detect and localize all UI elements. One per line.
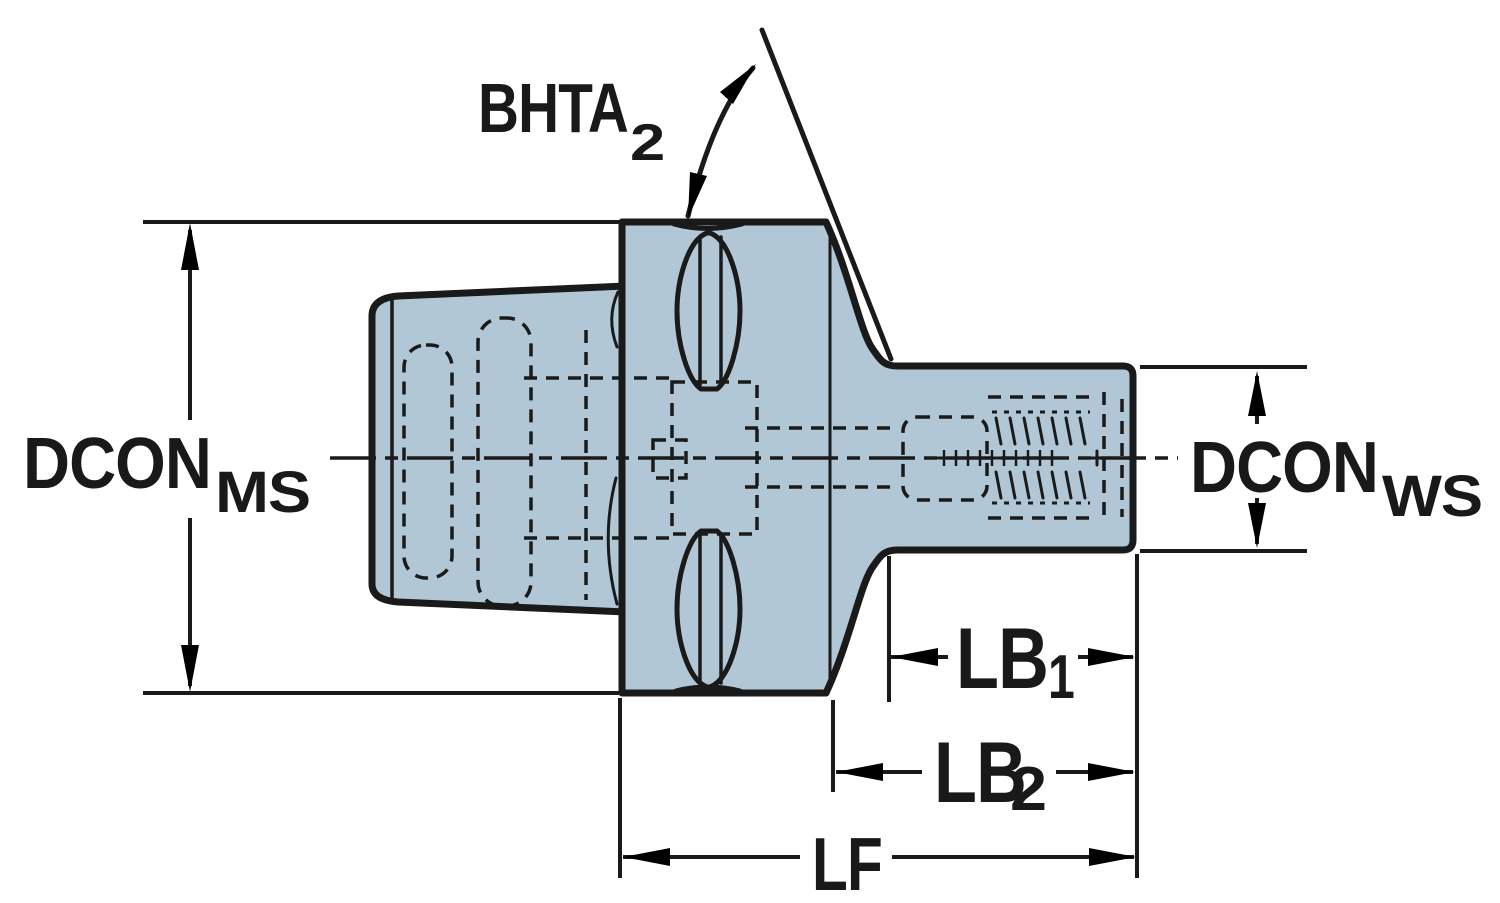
length-extension-lines [618, 554, 1139, 878]
coupling-bore-hidden [402, 343, 454, 580]
arrow-left-icon [891, 648, 938, 666]
arc-arrow-down-icon [688, 172, 707, 218]
junction-arc-bottom [606, 476, 619, 606]
dimension-dcon-ws [1140, 365, 1307, 553]
label-lb1-sub: 1 [1048, 643, 1074, 712]
labels: BHTA2 DCONMS DCONWS LB1 LB2 LF [23, 69, 1483, 903]
slot-opening-top [671, 221, 745, 231]
arrow-up-icon [181, 223, 199, 270]
label-lf: LF [812, 822, 882, 903]
dimension-dcon-ms [143, 220, 622, 695]
arrow-left-icon [836, 763, 883, 781]
arrow-down-icon [181, 645, 199, 692]
taper-reference-line [759, 27, 894, 362]
arrow-down-icon [1248, 503, 1266, 548]
linework [143, 27, 1307, 878]
label-dcon-ms-base: DCON [23, 424, 211, 504]
arrow-right-icon [1088, 648, 1135, 666]
label-lf-base: LF [812, 822, 882, 903]
label-lb2-sub: 2 [1010, 755, 1046, 824]
dimension-lb2 [836, 763, 1135, 781]
arc-arrow-up-icon [720, 64, 756, 104]
clamp-slot-top [674, 230, 743, 392]
label-lb1-base: LB [956, 611, 1048, 707]
thread-ticks [942, 450, 1054, 466]
clamp-slot-bottom-walls [698, 533, 723, 685]
label-dcon-ws-base: DCON [1190, 428, 1378, 508]
thread-root-hidden [992, 410, 1090, 505]
coupling-polygon-hidden [476, 316, 533, 608]
shank-bore-hidden [901, 415, 989, 502]
dimension-bhta2 [685, 27, 894, 362]
label-dcon-ms-sub: MS [215, 460, 310, 525]
arrow-up-icon [1248, 371, 1266, 416]
label-bhta2-sub: 2 [630, 114, 664, 172]
dimension-lb1 [891, 648, 1135, 666]
tool-body [330, 218, 1178, 697]
label-dcon-ms: DCONMS [23, 424, 310, 525]
arrow-right-icon [1088, 763, 1135, 781]
label-lb2: LB2 [934, 725, 1046, 824]
hidden-lines [402, 316, 1124, 608]
dimension-lf [623, 848, 1136, 866]
coupling-body [368, 282, 630, 616]
neck-bore-hidden [745, 426, 895, 489]
label-lb2-base: LB [934, 725, 1026, 821]
junction-arc-top [610, 290, 620, 349]
thread-crest-hidden [988, 395, 1096, 520]
large-bore-hidden [524, 376, 670, 540]
label-bhta2-base: BHTA [478, 69, 628, 147]
label-bhta2: BHTA2 [478, 69, 664, 172]
centerline-group [330, 449, 1178, 467]
label-dcon-ws-sub: WS [1382, 464, 1482, 529]
arrow-right-icon [1089, 848, 1136, 866]
thread-hatch [994, 416, 1087, 500]
clamp-slot-bottom [674, 528, 743, 690]
center-mark-icon [1088, 449, 1106, 467]
arrow-left-icon [623, 848, 670, 866]
label-lb1: LB1 [956, 611, 1074, 712]
clamp-slot-top-walls [698, 235, 723, 387]
label-dcon-ws: DCONWS [1190, 428, 1482, 529]
